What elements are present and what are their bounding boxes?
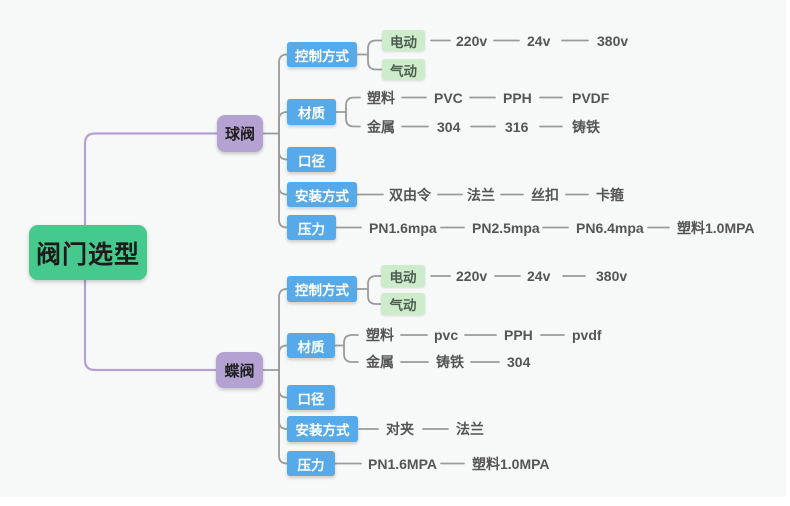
branch-node-butterfly-valve[interactable]: 蝶阀 [216,352,263,388]
leaf-pvdf-ball[interactable]: PVDF [572,89,610,106]
subtopic-electric-ball[interactable]: 电动 [382,30,425,51]
leaf-double-union-ball[interactable]: 双由令 [389,186,431,203]
leaf-pn64-ball[interactable]: PN6.4mpa [576,219,644,236]
topic-material-butterfly[interactable]: 材质 [287,333,335,358]
topic-installation-butterfly[interactable]: 安装方式 [287,416,358,442]
leaf-voltage-380v-butterfly[interactable]: 380v [596,268,628,284]
leaf-voltage-220v-ball[interactable]: 220v [456,32,488,49]
leaf-pn25-ball[interactable]: PN2.5mpa [472,219,540,236]
leaf-voltage-220v-butterfly[interactable]: 220v [456,268,488,284]
subtopic-pneumatic-ball[interactable]: 气动 [382,59,425,80]
leaf-plastic-10mpa-ball[interactable]: 塑料1.0MPA [677,219,755,236]
leaf-voltage-24v-butterfly[interactable]: 24v [527,268,551,284]
leaf-304-butterfly[interactable]: 304 [507,354,531,370]
connector-layer [83,39,670,465]
leaf-voltage-380v-ball[interactable]: 380v [597,32,629,49]
leaf-pph-butterfly[interactable]: PPH [504,327,533,343]
topic-pressure-butterfly[interactable]: 压力 [287,451,335,476]
leaf-plastic-butterfly[interactable]: 塑料 [366,327,394,343]
subtopic-pneumatic-butterfly[interactable]: 气动 [381,293,425,315]
topic-diameter-butterfly[interactable]: 口径 [287,385,335,410]
topic-pressure-ball[interactable]: 压力 [287,215,336,240]
topic-material-ball[interactable]: 材质 [287,99,336,125]
leaf-flange-butterfly[interactable]: 法兰 [456,421,484,437]
leaf-flange-ball[interactable]: 法兰 [467,186,495,203]
leaf-pph-ball[interactable]: PPH [503,89,532,106]
leaf-pvdf-butterfly[interactable]: pvdf [572,327,602,343]
leaf-pn16-ball[interactable]: PN1.6mpa [369,219,437,236]
subtopic-electric-butterfly[interactable]: 电动 [381,265,425,287]
leaf-cast-iron-butterfly[interactable]: 铸铁 [436,354,464,370]
leaf-metal-butterfly[interactable]: 金属 [366,354,394,370]
leaf-voltage-24v-ball[interactable]: 24v [527,32,551,49]
leaf-316-ball[interactable]: 316 [505,118,529,135]
leaf-304-ball[interactable]: 304 [437,118,461,135]
topic-installation-ball[interactable]: 安装方式 [287,182,357,207]
leaf-pvc-butterfly[interactable]: pvc [434,327,459,343]
leaf-threaded-ball[interactable]: 丝扣 [531,186,559,203]
leaf-metal-ball[interactable]: 金属 [367,118,395,135]
leaf-plastic-10mpa-butterfly[interactable]: 塑料1.0MPA [472,455,550,472]
mindmap-canvas[interactable]: 阀门选型 球阀 控制方式 电动 气动 220v 24v 380v 材质 塑料 P… [0,0,786,497]
leaf-plastic-ball[interactable]: 塑料 [367,89,395,106]
leaf-cast-iron-ball[interactable]: 铸铁 [572,118,600,135]
leaf-clamp-ball[interactable]: 卡箍 [596,186,624,203]
topic-control-method-butterfly[interactable]: 控制方式 [287,276,357,302]
leaf-pn16-butterfly[interactable]: PN1.6MPA [368,455,437,472]
topic-control-method-ball[interactable]: 控制方式 [287,42,357,67]
branch-node-ball-valve[interactable]: 球阀 [217,115,263,152]
leaf-pvc-ball[interactable]: PVC [434,89,463,106]
root-node[interactable]: 阀门选型 [29,225,147,280]
leaf-wafer-butterfly[interactable]: 对夹 [386,421,414,437]
topic-diameter-ball[interactable]: 口径 [287,147,336,172]
